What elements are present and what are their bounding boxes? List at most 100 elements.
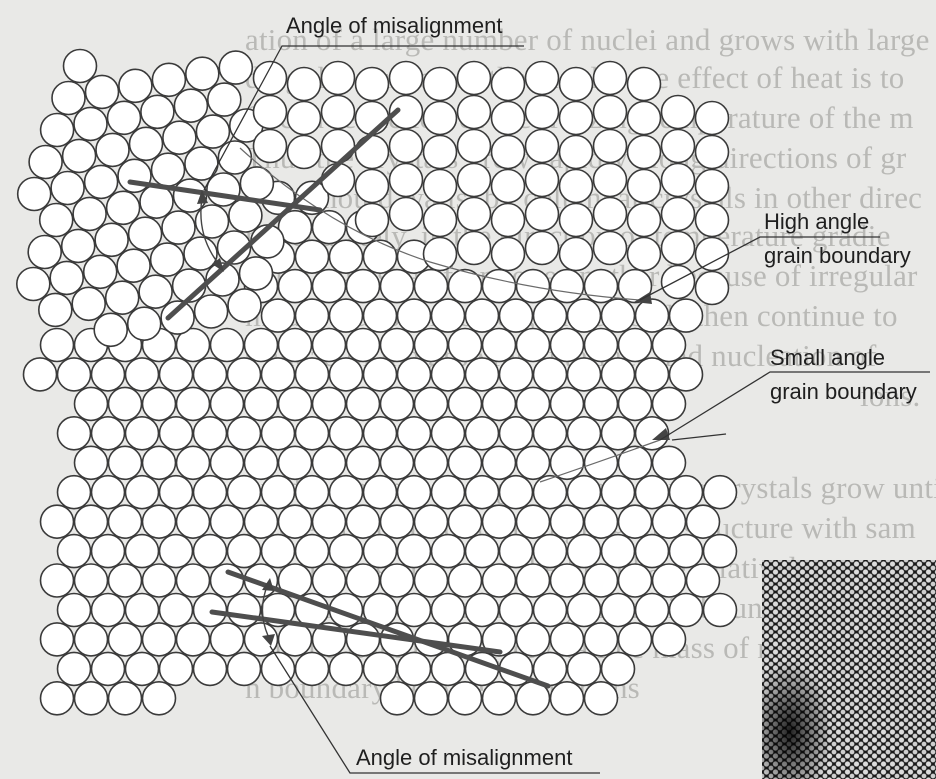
- atom-circle: [296, 476, 329, 509]
- atom-circle: [194, 358, 227, 391]
- atom-circle: [628, 238, 661, 271]
- atom-circle: [207, 173, 240, 206]
- atom-circle: [41, 505, 74, 538]
- atom-circle: [415, 682, 448, 715]
- atom-circle: [551, 505, 584, 538]
- atom-circle: [229, 199, 262, 232]
- atom-circle: [381, 682, 414, 715]
- atom-circle: [619, 329, 652, 362]
- atom-circle: [186, 57, 219, 90]
- atom-circle: [432, 358, 465, 391]
- atom-circle: [75, 682, 108, 715]
- atom-circle: [483, 329, 516, 362]
- atom-circle: [211, 446, 244, 479]
- atom-circle: [449, 505, 482, 538]
- atom-circle: [696, 102, 729, 135]
- atom-circle: [449, 682, 482, 715]
- atom-circle: [17, 268, 50, 301]
- atom-circle: [279, 623, 312, 656]
- atom-circle: [41, 564, 74, 597]
- atom-circle: [636, 358, 669, 391]
- atom-circle: [670, 594, 703, 627]
- atom-circle: [466, 535, 499, 568]
- atom-circle: [296, 240, 329, 273]
- atom-circle: [143, 505, 176, 538]
- atom-circle: [330, 240, 363, 273]
- atom-circle: [279, 329, 312, 362]
- atom-circle: [356, 136, 389, 169]
- atom-circle: [126, 594, 159, 627]
- atom-circle: [356, 204, 389, 237]
- atom-circle: [517, 387, 550, 420]
- atom-circle: [126, 535, 159, 568]
- atom-circle: [228, 535, 261, 568]
- atom-circle: [364, 652, 397, 685]
- atom-circle: [313, 446, 346, 479]
- atom-circle: [602, 358, 635, 391]
- atom-circle: [500, 358, 533, 391]
- atom-circle: [458, 164, 491, 197]
- atom-circle: [424, 204, 457, 237]
- atom-circle: [526, 130, 559, 163]
- atom-circle: [152, 153, 185, 186]
- atom-circle: [551, 682, 584, 715]
- atom-circle: [415, 505, 448, 538]
- atom-circle: [458, 232, 491, 265]
- atom-circle: [653, 623, 686, 656]
- atom-circle: [415, 564, 448, 597]
- atom-circle: [594, 232, 627, 265]
- atom-circle: [245, 387, 278, 420]
- atom-circle: [662, 130, 695, 163]
- atom-circle: [534, 358, 567, 391]
- atom-circle: [279, 505, 312, 538]
- atom-circles: [17, 50, 737, 715]
- atom-circle: [594, 62, 627, 95]
- atom-circle: [211, 329, 244, 362]
- atom-circle: [517, 623, 550, 656]
- atom-circle: [64, 50, 97, 83]
- atom-circle: [449, 387, 482, 420]
- atom-circle: [347, 446, 380, 479]
- atom-circle: [483, 446, 516, 479]
- atom-circle: [517, 446, 550, 479]
- atom-circle: [560, 204, 593, 237]
- atom-circle: [653, 329, 686, 362]
- atom-circle: [492, 68, 525, 101]
- atom-circle: [466, 358, 499, 391]
- atom-circle: [492, 136, 525, 169]
- atom-circle: [356, 102, 389, 135]
- atom-circle: [208, 83, 241, 116]
- atom-circle: [296, 299, 329, 332]
- atom-circle: [228, 594, 261, 627]
- atom-circle: [585, 387, 618, 420]
- atom-circle: [585, 564, 618, 597]
- atom-circle: [279, 270, 312, 303]
- atom-circle: [63, 139, 96, 172]
- atom-circle: [126, 358, 159, 391]
- small-angle-label-line2: grain boundary: [770, 380, 917, 404]
- atom-circle: [296, 417, 329, 450]
- atom-circle: [330, 652, 363, 685]
- atom-circle: [662, 198, 695, 231]
- atom-circle: [228, 417, 261, 450]
- atom-circle: [92, 358, 125, 391]
- atom-circle: [108, 101, 141, 134]
- atom-circle: [92, 476, 125, 509]
- atom-circle: [602, 652, 635, 685]
- atom-circle: [415, 270, 448, 303]
- atom-circle: [73, 197, 106, 230]
- atom-circle: [398, 594, 431, 627]
- atom-circle: [560, 68, 593, 101]
- atom-circle: [129, 217, 162, 250]
- atom-circle: [662, 232, 695, 265]
- atom-circle: [500, 594, 533, 627]
- atom-circle: [322, 164, 355, 197]
- atom-circle: [560, 102, 593, 135]
- atom-circle: [28, 236, 61, 269]
- atom-circle: [330, 358, 363, 391]
- atom-circle: [568, 476, 601, 509]
- atom-circle: [619, 446, 652, 479]
- atom-circle: [636, 535, 669, 568]
- atom-circle: [322, 96, 355, 129]
- atom-circle: [653, 387, 686, 420]
